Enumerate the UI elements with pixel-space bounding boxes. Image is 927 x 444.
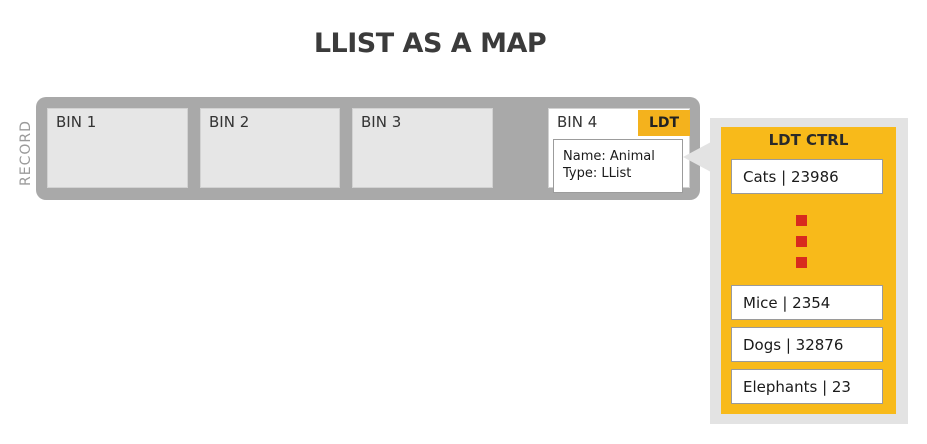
- bin-1-label: BIN 1: [56, 113, 97, 131]
- bin-1: BIN 1: [47, 108, 188, 188]
- bin-4-info-box: Name: Animal Type: LList: [553, 139, 683, 193]
- map-entry-mice: Mice | 2354: [731, 285, 883, 320]
- bin-4-label: BIN 4: [557, 113, 598, 131]
- ellipsis-dot: [796, 236, 807, 247]
- bin-3-label: BIN 3: [361, 113, 402, 131]
- bin-3: BIN 3: [352, 108, 493, 188]
- map-entry-cats: Cats | 23986: [731, 159, 883, 194]
- ldt-tag: LDT: [638, 110, 690, 136]
- ldt-ctrl-title: LDT CTRL: [768, 131, 849, 149]
- ellipsis-dot: [796, 257, 807, 268]
- map-entry-dogs: Dogs | 32876: [731, 327, 883, 362]
- map-entry-elephants: Elephants | 23: [731, 369, 883, 404]
- bin-4-type: Type: LList: [563, 166, 632, 181]
- bin-2-label: BIN 2: [209, 113, 250, 131]
- ellipsis-dot: [796, 215, 807, 226]
- bin-4-name: Name: Animal: [563, 149, 655, 164]
- diagram-title: LLIST AS A MAP: [313, 28, 547, 59]
- bin-2: BIN 2: [200, 108, 340, 188]
- callout-pointer: [683, 142, 711, 172]
